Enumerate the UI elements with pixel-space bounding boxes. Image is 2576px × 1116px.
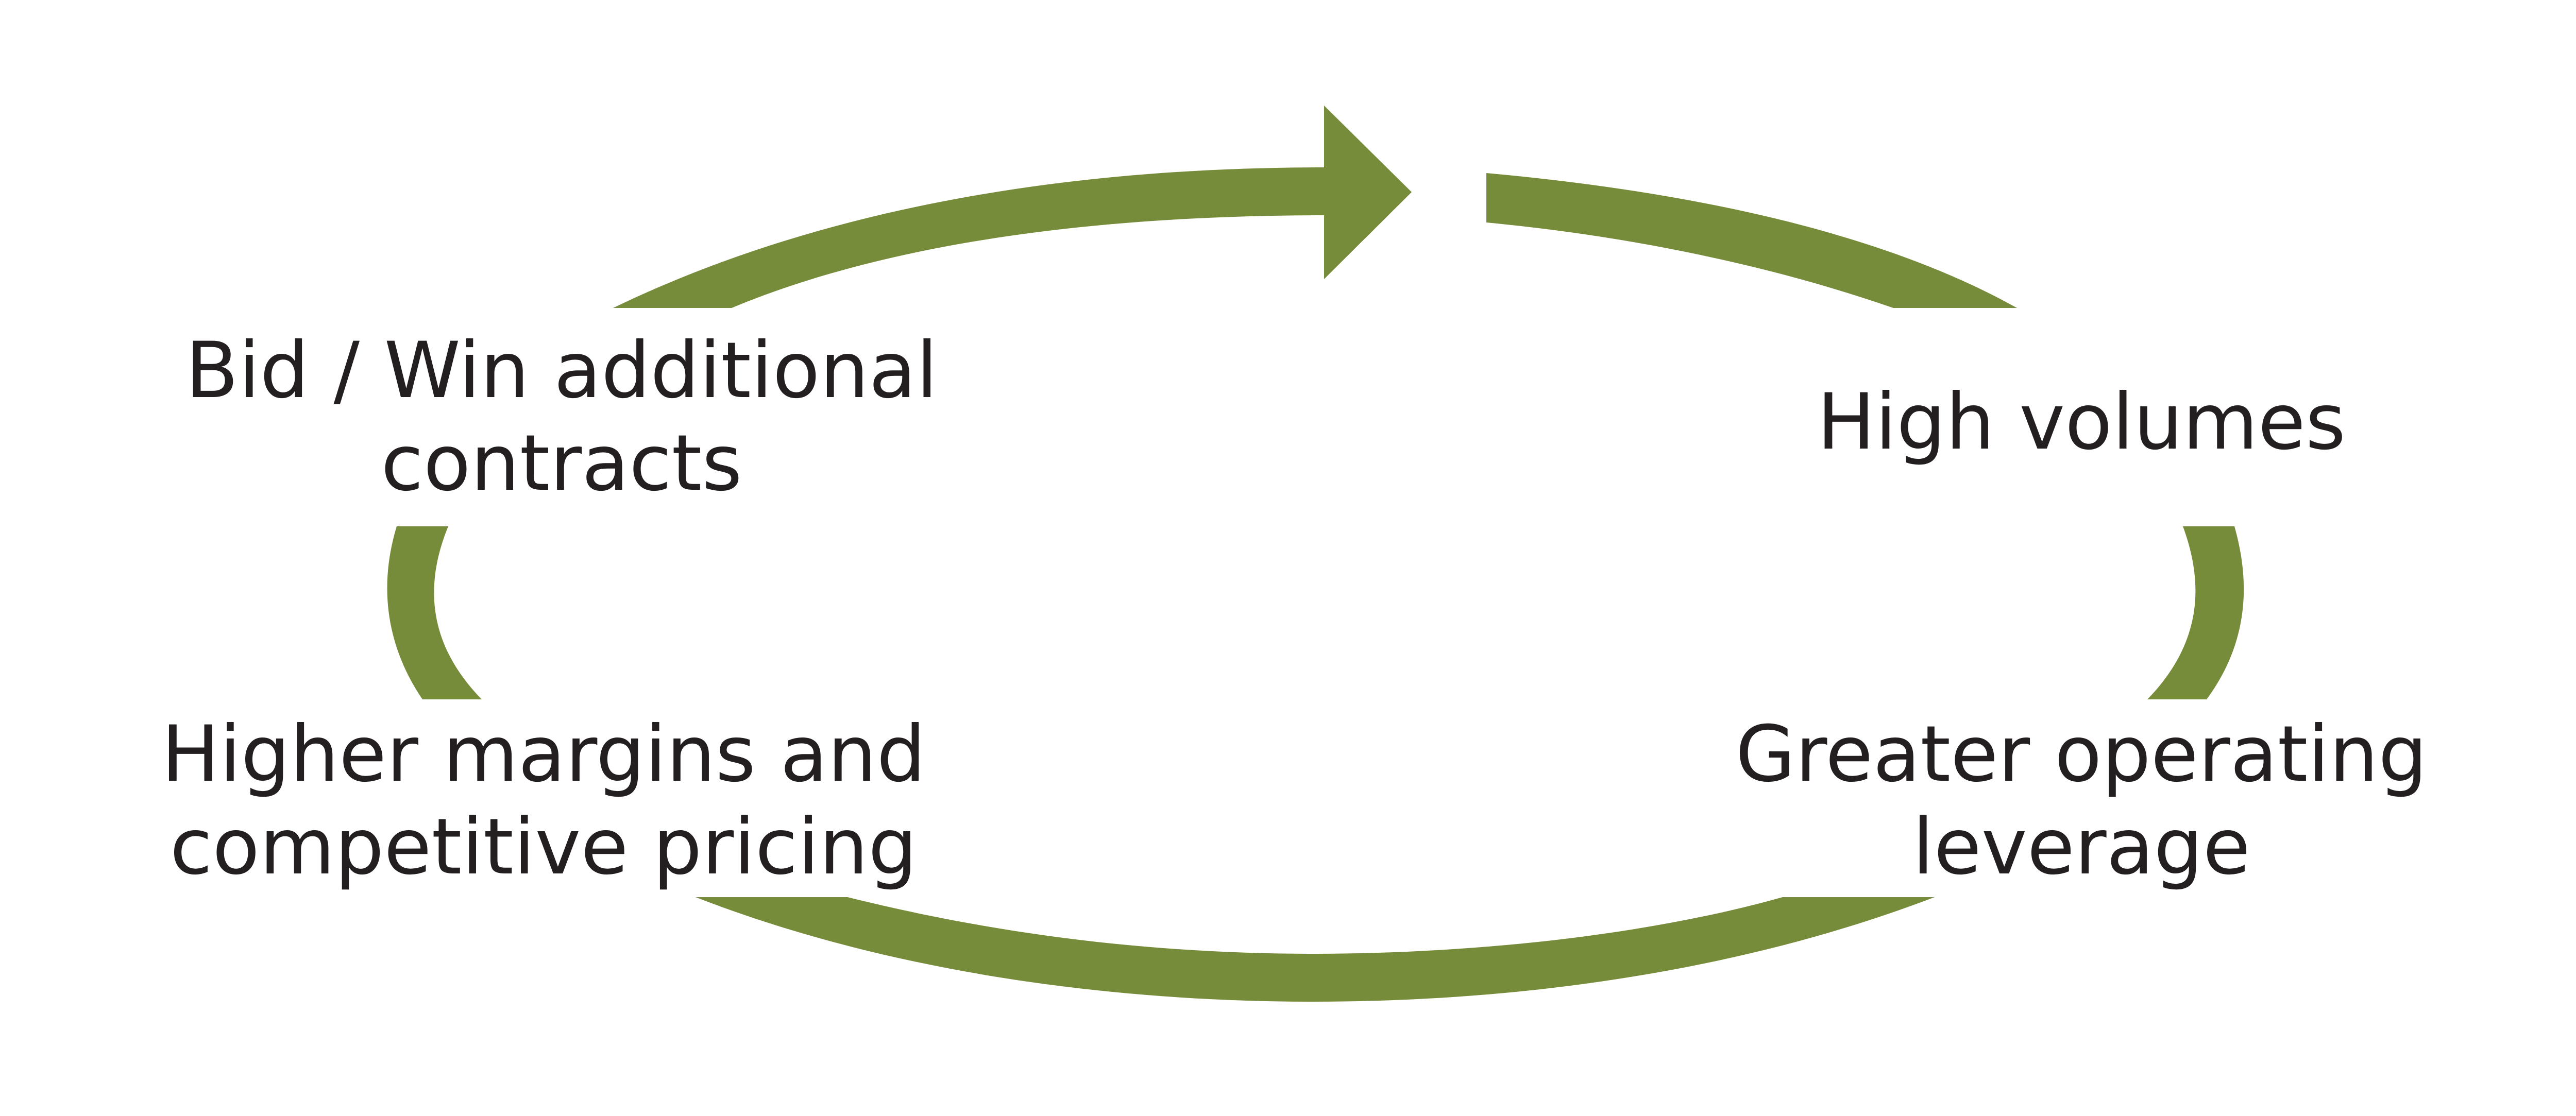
node-high-volumes: High volumes bbox=[1721, 376, 2442, 469]
node-bid-win-line1: Bid / Win additional bbox=[185, 326, 938, 416]
node-bid-win-contracts: Bid / Win additional contracts bbox=[149, 324, 974, 510]
node-high-volumes-line1: High volumes bbox=[1817, 377, 2346, 467]
node-bid-win-line2: contracts bbox=[381, 419, 742, 508]
arrow-top-right bbox=[1486, 173, 2017, 308]
arrow-top-left bbox=[613, 106, 1412, 308]
arrow-bottom bbox=[696, 897, 1935, 1002]
node-greater-operating-leverage: Greater operating leverage bbox=[1695, 708, 2468, 894]
arrow-right-side bbox=[2147, 526, 2244, 699]
node-higher-margins-line2: competitive pricing bbox=[170, 802, 918, 892]
arrow-left-side bbox=[387, 526, 482, 699]
node-higher-margins-line1: Higher margins and bbox=[161, 710, 926, 799]
node-greater-leverage-line2: leverage bbox=[1912, 802, 2251, 892]
node-greater-leverage-line1: Greater operating bbox=[1735, 710, 2428, 799]
node-higher-margins: Higher margins and competitive pricing bbox=[118, 708, 969, 894]
